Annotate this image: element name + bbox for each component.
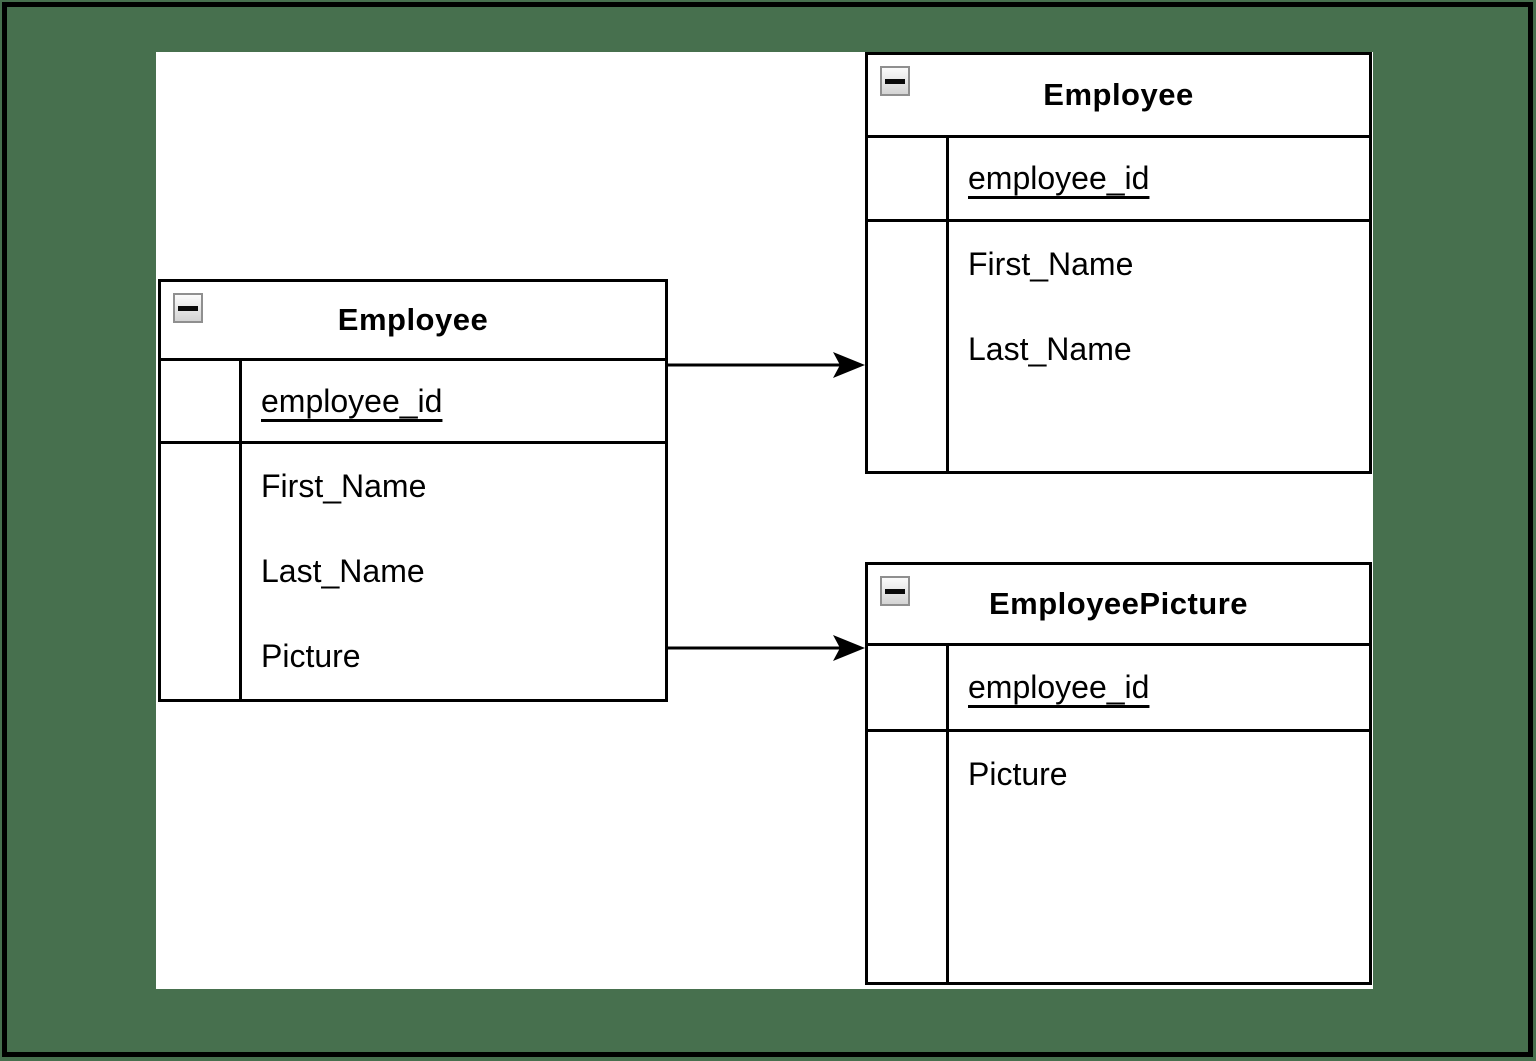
primary-key-field: employee_id: [968, 669, 1150, 705]
primary-key-field: employee_id: [968, 160, 1150, 196]
primary-key-row: employee_id: [868, 138, 1369, 222]
attribute-gutter-cell: [868, 732, 949, 982]
key-gutter-cell: [868, 138, 949, 219]
entity-title: Employee: [337, 302, 489, 338]
entity-table-employeepicture[interactable]: EmployeePicture employee_id Picture: [865, 562, 1372, 985]
attribute-field: First_Name: [968, 246, 1134, 282]
entity-title: Employee: [1043, 77, 1194, 112]
attributes-compartment: First_Name Last_Name: [868, 222, 1369, 471]
diagram-canvas: Employee employee_id First_Name Last_Nam…: [156, 52, 1373, 989]
entity-header: Employee: [868, 55, 1369, 138]
collapse-minus-icon[interactable]: [880, 576, 910, 606]
key-gutter-cell: [868, 646, 949, 729]
attribute-gutter-cell: [161, 444, 242, 699]
primary-key-row: employee_id: [868, 646, 1369, 732]
relationship-arrow-employee-to-employeepicture[interactable]: [668, 635, 865, 661]
attributes-compartment: Picture: [868, 732, 1369, 982]
relationship-arrow-employee-to-employee[interactable]: [668, 352, 865, 378]
collapse-minus-icon[interactable]: [173, 293, 203, 323]
primary-key-field: employee_id: [261, 382, 443, 419]
primary-key-row: employee_id: [161, 361, 665, 444]
key-gutter-cell: [161, 361, 242, 441]
relationship-arrows-layer: [668, 352, 865, 661]
attribute-gutter-cell: [868, 222, 949, 471]
entity-table-employee-left[interactable]: Employee employee_id First_Name Last_Nam…: [158, 279, 668, 702]
entity-header: EmployeePicture: [868, 565, 1369, 646]
entity-table-employee-right[interactable]: Employee employee_id First_Name Last_Nam…: [865, 52, 1372, 474]
attribute-field: Picture: [261, 638, 361, 674]
attribute-field: Last_Name: [261, 553, 425, 589]
attribute-field: Last_Name: [968, 331, 1132, 367]
entity-header: Employee: [161, 282, 665, 362]
collapse-minus-icon[interactable]: [880, 66, 910, 96]
attributes-compartment: First_Name Last_Name Picture: [161, 444, 665, 699]
attribute-field: Picture: [968, 756, 1068, 792]
attribute-field: First_Name: [261, 468, 427, 504]
entity-title: EmployeePicture: [988, 586, 1249, 621]
